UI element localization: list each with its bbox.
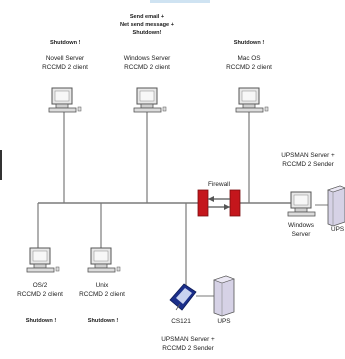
macos-name-label: Mac OS bbox=[237, 55, 261, 62]
unix-client-label: RCCMD 2 client bbox=[79, 291, 125, 298]
os2-status-label: Shutdown ! bbox=[25, 318, 57, 324]
novell-status-label: Shutdown ! bbox=[50, 40, 81, 46]
upsman-right-title-2: RCCMD 2 Sender bbox=[282, 161, 334, 168]
os2-name-label: OS/2 bbox=[32, 282, 48, 289]
macos-status-label: Shutdown ! bbox=[233, 40, 265, 46]
unix-name-label: Unix bbox=[95, 282, 109, 289]
ups-bottom-label: UPS bbox=[217, 318, 231, 325]
firewall-icon bbox=[197, 189, 241, 217]
left-edge-bar bbox=[0, 150, 2, 180]
os2-client-label: RCCMD 2 client bbox=[17, 291, 63, 298]
computer-icon-unix bbox=[87, 247, 121, 273]
computer-icon-windows-server bbox=[287, 191, 316, 217]
novell-client-label: RCCMD 2 client bbox=[42, 64, 88, 71]
windows-status-label-1: Send email + bbox=[129, 14, 165, 20]
windows-status-label-3: Shutdown! bbox=[132, 30, 162, 36]
windows-status-label-2: Net send message + bbox=[120, 22, 174, 28]
windows-server-label-2: Server bbox=[291, 231, 311, 238]
firewall-label: Firewall bbox=[207, 181, 230, 188]
unix-status-label: Shutdown ! bbox=[87, 318, 119, 324]
windows-name-label: Windows Server bbox=[123, 55, 171, 62]
upsman-bottom-title-1: UPSMAN Server + bbox=[161, 336, 215, 343]
ups-right-label: UPS bbox=[331, 226, 345, 233]
windows-server-label-1: Windows bbox=[288, 222, 314, 229]
ups-icon-right bbox=[327, 185, 345, 227]
macos-client-label: RCCMD 2 client bbox=[226, 64, 272, 71]
upsman-right-title-1: UPSMAN Server + bbox=[281, 152, 335, 159]
computer-icon-macos bbox=[235, 87, 269, 113]
novell-name-label: Novell Server bbox=[45, 55, 85, 62]
cropped-header-strip bbox=[150, 0, 210, 3]
computer-icon-windows bbox=[133, 87, 167, 113]
ups-icon-bottom bbox=[213, 275, 235, 317]
cs121-adapter-icon bbox=[169, 283, 197, 311]
cs121-label: CS121 bbox=[171, 318, 191, 325]
windows-client-label: RCCMD 2 client bbox=[124, 64, 170, 71]
computer-icon-os2 bbox=[26, 247, 60, 273]
computer-icon-novell bbox=[48, 87, 82, 113]
upsman-bottom-title-2: RCCMD 2 Sender bbox=[162, 345, 214, 352]
